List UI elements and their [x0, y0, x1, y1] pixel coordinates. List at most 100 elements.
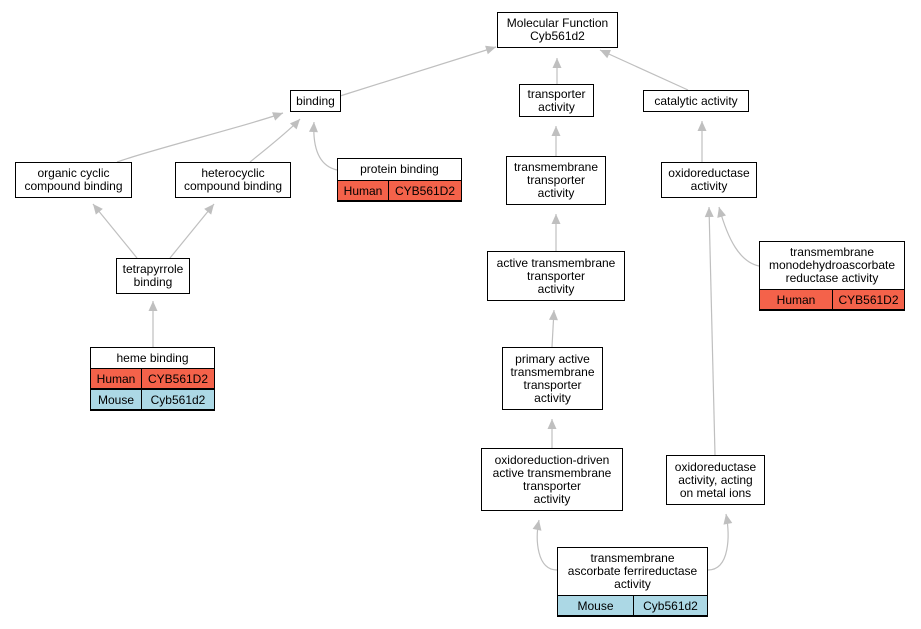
go-term-label-line: transporter	[523, 377, 582, 392]
edge-line	[718, 206, 760, 267]
edge-line	[708, 206, 716, 456]
edge-transporter_activity-to-root	[552, 58, 562, 84]
edge-line	[116, 112, 284, 163]
go-term-label-line: oxidoreductase	[668, 166, 750, 180]
edge-arrowhead	[204, 204, 214, 215]
edge-tetrapyrrole-to-organic_cyclic	[92, 203, 138, 259]
edge-arrowhead	[93, 204, 103, 215]
edge-primary_active-to-active_tm	[548, 309, 558, 348]
edge-active_tm-to-tm_transporter	[551, 214, 561, 251]
species-label: Human	[760, 290, 833, 309]
species-label: Mouse	[558, 596, 634, 615]
edge-line	[169, 203, 215, 259]
edge-tetrapyrrole-to-heterocyclic	[169, 203, 215, 259]
edge-arrowhead	[548, 310, 558, 321]
species-label: Human	[338, 181, 389, 200]
edge-arrowhead	[485, 45, 496, 55]
edge-catalytic_activity-to-root	[599, 49, 689, 91]
go-term-label-line: catalytic activity	[654, 93, 738, 108]
go-term-label-line: reductase activity	[785, 271, 879, 285]
annotation-row-human: Human CYB561D2	[759, 289, 905, 310]
go-term-label: catalytic activity	[644, 91, 748, 111]
edge-arrowhead	[600, 50, 611, 59]
go-term-label-line: active transmembrane	[492, 465, 612, 480]
go-term-label: protein binding	[338, 159, 461, 180]
go-term-label-line: primary active	[515, 351, 590, 366]
go-term-label-line: transmembrane	[513, 160, 599, 174]
go-term-label-line: binding	[133, 275, 173, 289]
edge-arrowhead	[547, 419, 557, 429]
edge-arrowhead	[717, 207, 726, 218]
go-term-label-line: transmembrane	[590, 551, 675, 565]
edge-arrowhead	[551, 126, 561, 136]
go-term-label-line: transporter	[522, 478, 582, 493]
go-term-label-line: activity	[538, 99, 575, 114]
gene-label: CYB561D2	[838, 292, 899, 307]
edge-line	[313, 121, 338, 171]
go-term-label-line: organic cyclic	[37, 166, 110, 180]
edge-arrowhead	[697, 121, 707, 131]
go-term-label-line: heme binding	[116, 350, 189, 365]
edge-oxidoreductase-to-catalytic_activity	[697, 121, 707, 162]
go-term-label-line: heterocyclic	[201, 166, 265, 180]
edge-arrowhead	[308, 122, 318, 133]
go-term-label-line: Cyb561d2	[530, 29, 585, 43]
edge-arrowhead	[272, 112, 283, 121]
go-term-label-line: on metal ions	[679, 485, 752, 500]
go-term-label-line: monodehydroascorbate	[768, 258, 896, 272]
edge-binding-to-root	[339, 45, 497, 97]
edge-arrowhead	[551, 214, 561, 224]
go-term-label-line: tetrapyrrole	[122, 262, 184, 276]
edge-line	[599, 49, 689, 91]
go-term-label: binding	[291, 91, 340, 111]
go-term-binding[interactable]: binding	[290, 90, 341, 112]
gene-label: CYB561D2	[394, 183, 456, 198]
gene-label: Cyb561d2	[150, 392, 206, 407]
edge-heterocyclic-to-binding	[249, 118, 301, 163]
edge-protein_binding-to-binding	[308, 121, 338, 171]
edge-arrowhead	[289, 119, 300, 130]
species-label: Human	[91, 369, 142, 388]
go-term-label-line: activity	[614, 577, 651, 591]
go-term-label-line: activity	[537, 186, 575, 200]
go-term-label-line: activity	[534, 390, 571, 405]
go-term-label-line: compound binding	[24, 179, 123, 193]
go-term-label-line: transmembrane	[510, 364, 595, 379]
go-term-label-line: activity	[533, 491, 571, 506]
edge-heme-to-tetrapyrrole	[148, 301, 158, 347]
edge-arrowhead	[704, 207, 714, 218]
edge-arrowhead	[148, 301, 158, 311]
go-term-label-line: binding	[296, 93, 335, 108]
annotation-row-human: Human CYB561D2	[337, 180, 462, 201]
go-term-catalytic-activity[interactable]: catalytic activity	[643, 90, 749, 112]
go-term-label-line: active transmembrane	[496, 255, 616, 270]
